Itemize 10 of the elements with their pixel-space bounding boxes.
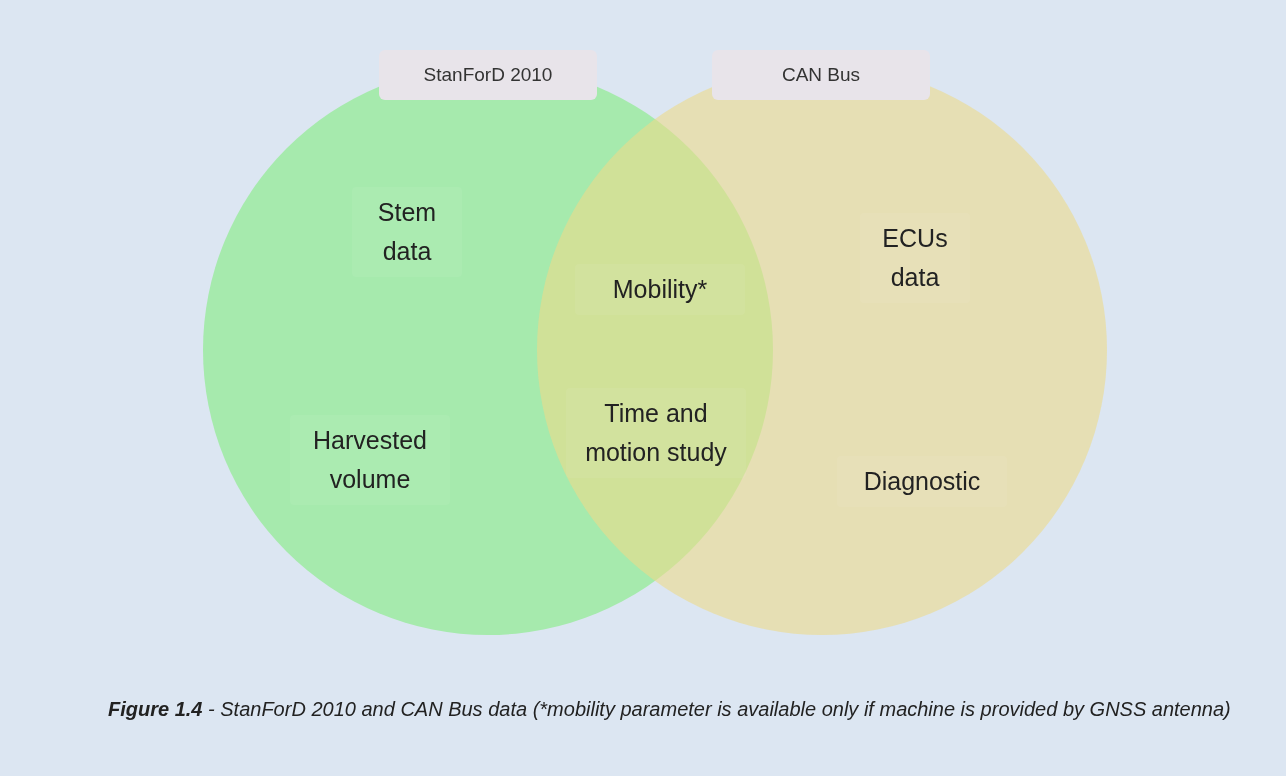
data-item: Harvested volume: [290, 415, 450, 505]
figure-caption: Figure 1.4 - StanForD 2010 and CAN Bus data (*mobility parameter is available only if machine is provided by GNSS antenna): [108, 697, 1232, 722]
data-item: Mobility*: [575, 264, 745, 315]
data-item: Time and motion study: [566, 388, 746, 478]
data-item: Stem data: [352, 187, 462, 277]
set-title-tab: CAN Bus: [712, 50, 930, 100]
set-title-tab: StanForD 2010: [379, 50, 597, 100]
data-item: ECUs data: [860, 213, 970, 303]
data-item: Diagnostic: [837, 456, 1007, 507]
venn-circle: [203, 50, 773, 635]
